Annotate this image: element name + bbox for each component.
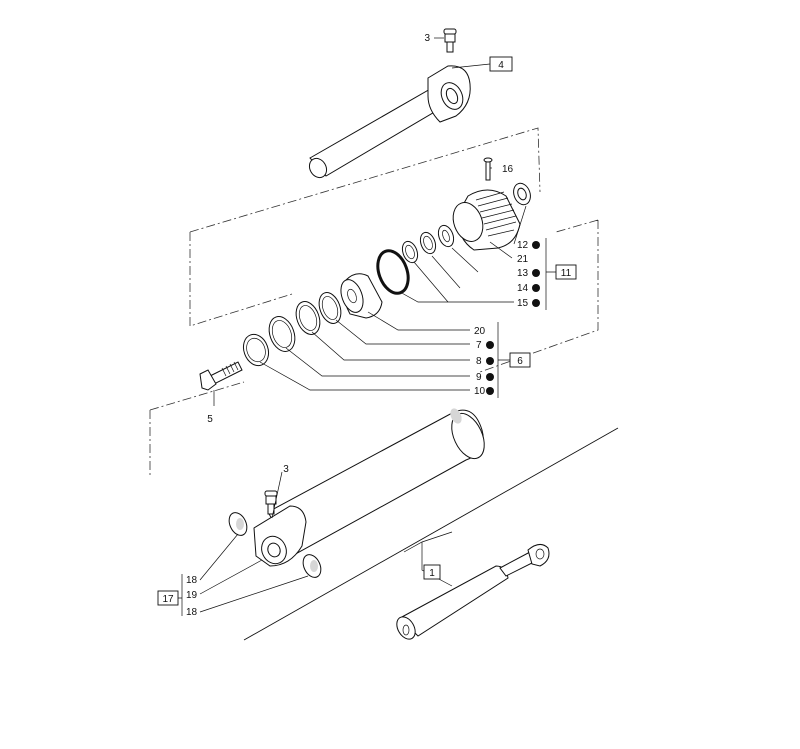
seal-9 bbox=[268, 316, 296, 352]
callout-16[interactable]: 16 bbox=[502, 164, 514, 175]
callout-box-6[interactable]: 6 bbox=[509, 352, 531, 368]
seal-7 bbox=[318, 292, 342, 324]
kit-dot-10 bbox=[486, 387, 494, 395]
callout-18-a[interactable]: 18 bbox=[186, 575, 198, 586]
kit-dot-12 bbox=[532, 241, 540, 249]
callout-box-11[interactable]: 11 bbox=[555, 264, 577, 280]
callout-box-17[interactable]: 17 bbox=[157, 590, 179, 606]
seal-10 bbox=[242, 333, 270, 367]
bushing-upper bbox=[228, 512, 248, 536]
callout-13[interactable]: 13 bbox=[517, 268, 529, 279]
callout-21[interactable]: 21 bbox=[517, 254, 529, 265]
cylinder-barrel bbox=[253, 408, 485, 567]
assembled-cylinder bbox=[396, 544, 550, 640]
piston-rod bbox=[308, 65, 471, 179]
callout-19[interactable]: 19 bbox=[186, 590, 198, 601]
explode-boundary-upper bbox=[189, 127, 541, 327]
callout-8[interactable]: 8 bbox=[476, 356, 482, 367]
bolt bbox=[199, 361, 243, 391]
callout-9[interactable]: 9 bbox=[476, 372, 482, 383]
svg-text:11: 11 bbox=[561, 268, 572, 279]
callout-3-top[interactable]: 3 bbox=[424, 33, 430, 44]
kit-dot-8 bbox=[486, 357, 494, 365]
kit-dot-7 bbox=[486, 341, 494, 349]
svg-text:6: 6 bbox=[517, 356, 523, 367]
callout-15[interactable]: 15 bbox=[517, 298, 529, 309]
callout-12[interactable]: 12 bbox=[517, 240, 529, 251]
callout-10[interactable]: 10 bbox=[474, 386, 486, 397]
callout-box-4[interactable]: 4 bbox=[489, 56, 513, 72]
seal-13 bbox=[437, 224, 455, 248]
section-separator bbox=[243, 427, 619, 641]
callout-20[interactable]: 20 bbox=[474, 326, 486, 337]
gland-head bbox=[452, 157, 521, 251]
callout-3-bottom[interactable]: 3 bbox=[283, 464, 289, 475]
svg-text:1: 1 bbox=[429, 568, 435, 579]
kit-dot-15 bbox=[532, 299, 540, 307]
callout-box-1[interactable]: 1 bbox=[423, 564, 441, 580]
svg-text:17: 17 bbox=[162, 594, 174, 605]
svg-text:4: 4 bbox=[498, 60, 504, 71]
bushing-lower bbox=[302, 554, 322, 578]
callout-18-b[interactable]: 18 bbox=[186, 607, 198, 618]
kit-dot-13 bbox=[532, 269, 540, 277]
grease-fitting-top bbox=[443, 28, 457, 53]
callout-14[interactable]: 14 bbox=[517, 283, 529, 294]
explode-boundary-lower bbox=[149, 219, 599, 478]
kit-dot-14 bbox=[532, 284, 540, 292]
bracket-group-11 bbox=[545, 238, 556, 310]
piston bbox=[340, 273, 383, 319]
bracket-group-6 bbox=[497, 322, 510, 398]
callout-7[interactable]: 7 bbox=[476, 340, 482, 351]
kit-dot-9 bbox=[486, 373, 494, 381]
callout-5[interactable]: 5 bbox=[207, 414, 213, 425]
seal-14 bbox=[419, 231, 437, 255]
leader-lines bbox=[199, 37, 527, 613]
